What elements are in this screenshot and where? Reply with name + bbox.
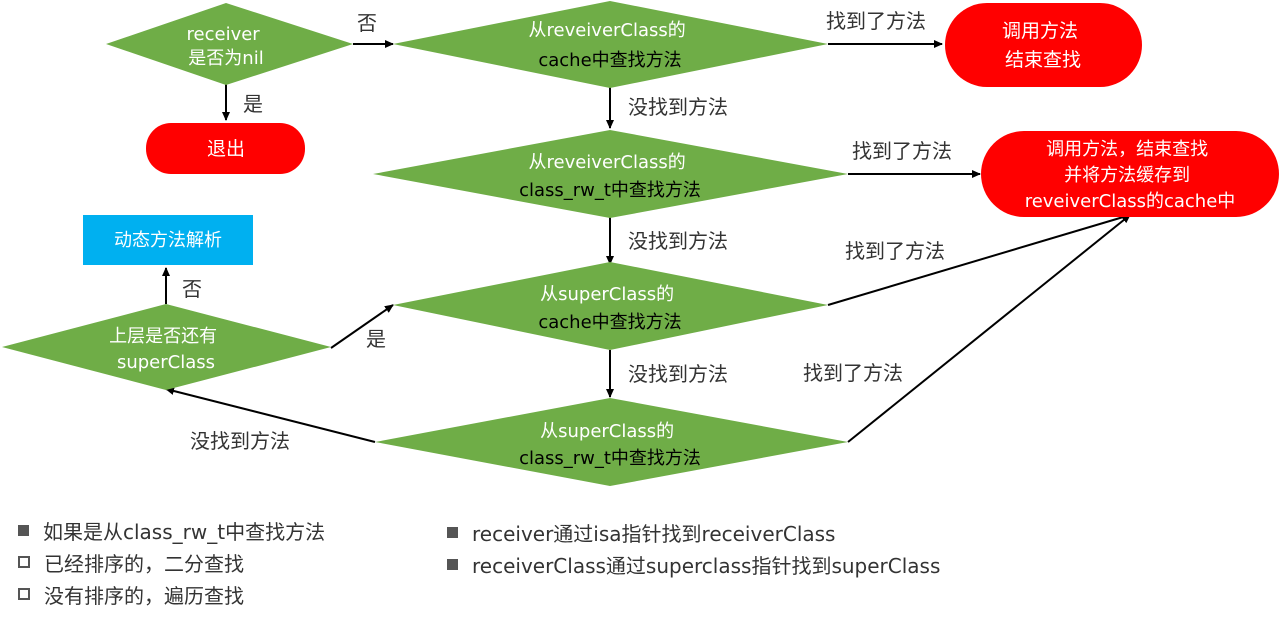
svg-text:调用方法 结束查找: 调用方法 结束查找 (1002, 20, 1084, 71)
node-text: 上层是否还有 (109, 326, 217, 347)
decision-cache-lookup: 从reveiverClass的 cache中查找方法 (393, 1, 828, 88)
svg-text:退出: 退出 (207, 138, 245, 160)
node-text: 并将方法缓存到 (1064, 165, 1190, 186)
node-text: superClass (117, 352, 215, 373)
svg-text:从superClass的 cache中查找方法: 从superClass的 cache中查找方法 (538, 284, 681, 333)
legend-item: 没有排序的，遍历查找 (18, 579, 244, 609)
decision-receiver-nil: receiver 是否为nil (106, 3, 353, 85)
legend-text: 如果是从class_rw_t中查找方法 (43, 519, 326, 544)
edge-label-notfound: 没找到方法 (628, 362, 728, 386)
edge-label-notfound: 没找到方法 (628, 95, 728, 119)
legend-item: receiverClass通过superclass指针找到superClass (447, 549, 940, 579)
edge-hassuper-to-supercache (330, 304, 394, 349)
square-bullet-icon (18, 524, 29, 536)
edge-label-found: 找到了方法 (852, 139, 952, 163)
node-text: cache中查找方法 (538, 50, 681, 71)
svg-text:调用方法，结束查找 并将方法缓存到: 调用方法，结束查找 并将方法缓存到 reveiverClass的cache中 (1025, 139, 1236, 212)
edge-label-no: 否 (182, 277, 202, 301)
edge-label-notfound: 没找到方法 (190, 429, 290, 453)
svg-text:receiver 是否为nil: receiver 是否为nil (187, 24, 266, 69)
svg-text:上层是否还有 superClass: 上层是否还有 superClass (109, 326, 223, 373)
decision-super-rw: 从superClass的 class_rw_t中查找方法 (375, 398, 848, 486)
node-text: 结束查找 (1005, 49, 1081, 71)
decision-rw-lookup: 从reveiverClass的 class_rw_t中查找方法 (373, 130, 848, 218)
legend-item: 如果是从class_rw_t中查找方法 (18, 515, 325, 545)
process-dynamic-resolution: 动态方法解析 (83, 215, 253, 265)
legend-text: 没有排序的，遍历查找 (44, 583, 244, 608)
svg-text:从reveiverClass的 cache中查找: 从reveiverClass的 cache中查找方法 (528, 20, 691, 71)
terminal-exit: 退出 (146, 123, 305, 174)
terminal-call-cache: 调用方法，结束查找 并将方法缓存到 reveiverClass的cache中 (981, 131, 1279, 217)
edge-label-yes: 是 (243, 92, 263, 116)
edge-label-notfound: 没找到方法 (628, 229, 728, 253)
node-text: 调用方法，结束查找 (1046, 139, 1208, 160)
square-bullet-icon (447, 558, 458, 570)
node-text: class_rw_t中查找方法 (519, 448, 701, 469)
terminal-call-end: 调用方法 结束查找 (945, 3, 1142, 87)
edge-label-found: 找到了方法 (803, 361, 903, 385)
decision-super-cache: 从superClass的 cache中查找方法 (393, 262, 828, 350)
node-text: 退出 (207, 138, 245, 160)
node-text: 从superClass的 (540, 421, 674, 442)
node-text: 从reveiverClass的 (528, 152, 685, 173)
svg-text:从superClass的 class_rw_t中: 从superClass的 class_rw_t中查找方法 (519, 421, 701, 469)
legend-item: 已经排序的，二分查找 (18, 547, 244, 577)
legend-text: receiver通过isa指针找到receiverClass (472, 521, 836, 546)
edge-label-found: 找到了方法 (826, 9, 926, 33)
node-text: 是否为nil (188, 48, 263, 69)
edge-label-yes: 是 (366, 327, 386, 351)
edge-superrw-to-callcache (847, 214, 1131, 443)
edge-superrw-to-hassuper (165, 387, 376, 443)
edges (162, 40, 1131, 443)
edge-label-no: 否 (357, 11, 377, 35)
svg-text:从reveiverClass的 class_rw: 从reveiverClass的 class_rw_t中查找方法 (519, 152, 701, 201)
edge-supercache-to-callcache (827, 213, 1131, 306)
legend-item: receiver通过isa指针找到receiverClass (447, 517, 835, 547)
node-text: 从reveiverClass的 (528, 20, 685, 41)
node-text: class_rw_t中查找方法 (519, 180, 701, 201)
decision-has-superclass: 上层是否还有 superClass (2, 304, 331, 390)
hollow-square-bullet-icon (18, 588, 30, 600)
edge-label-found: 找到了方法 (845, 239, 945, 263)
node-text: receiver (187, 24, 261, 45)
hollow-square-bullet-icon (18, 556, 30, 568)
node-text: cache中查找方法 (538, 312, 681, 333)
svg-text:动态方法解析: 动态方法解析 (114, 230, 222, 251)
legend-text: 已经排序的，二分查找 (44, 551, 244, 576)
node-text: 从superClass的 (540, 284, 674, 305)
node-text: 调用方法 (1002, 20, 1078, 42)
square-bullet-icon (447, 526, 458, 538)
node-text: 动态方法解析 (114, 230, 222, 251)
node-text: reveiverClass的cache中 (1025, 191, 1236, 212)
legend-text: receiverClass通过superclass指针找到superClass (472, 553, 941, 578)
